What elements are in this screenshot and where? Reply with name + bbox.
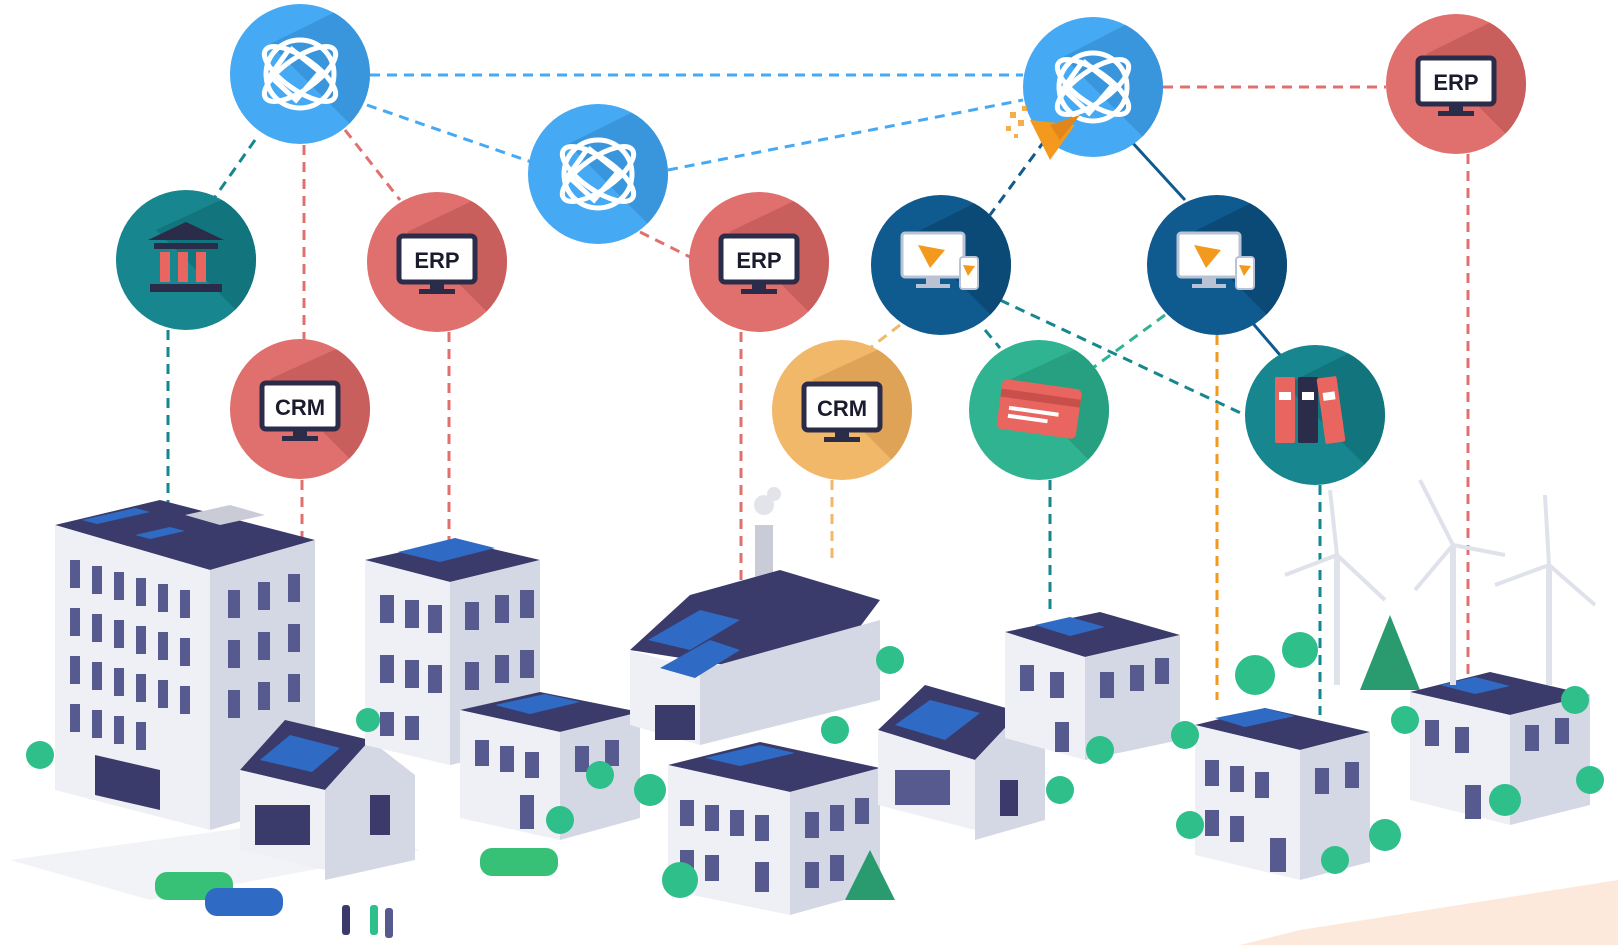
monitor-icon [259, 380, 341, 441]
cars [155, 848, 558, 916]
office-tower [55, 500, 315, 830]
monitor-icon [718, 233, 800, 294]
link-hubL-erpL [343, 129, 402, 201]
link-hubC-hubR [667, 98, 1024, 172]
origami-bird-logo [1006, 106, 1080, 160]
house-left [240, 720, 415, 880]
erp-label: ERP [1433, 70, 1478, 95]
crm-left-node[interactable]: CRM [230, 320, 400, 509]
erp-right-node[interactable]: ERP [1386, 0, 1556, 184]
wind-turbines [1284, 479, 1597, 685]
erp-label: ERP [736, 248, 781, 273]
crm-label: CRM [275, 395, 325, 420]
bank-node[interactable] [116, 170, 286, 360]
link-hubR-devL [988, 139, 1047, 216]
erp-center-node[interactable]: ERP [689, 170, 859, 362]
link-devR-card [1089, 313, 1166, 372]
erp-label: ERP [414, 248, 459, 273]
hub-center-node[interactable] [528, 80, 698, 274]
archive-node[interactable] [1245, 320, 1415, 515]
link-devR-archive [1248, 319, 1282, 356]
link-devL-crmC [869, 323, 901, 350]
link-hubL-bank [213, 139, 257, 198]
people [342, 905, 393, 938]
bank-building-icon [148, 222, 224, 292]
desktop-and-phone-icon [900, 231, 979, 290]
building-right-lower [1195, 708, 1370, 880]
credit-card-icon [996, 379, 1082, 439]
link-devL-card [983, 329, 1002, 349]
devices-left-node[interactable] [871, 170, 1041, 365]
connection-lines [166, 73, 1470, 715]
globe-network-icon [1054, 50, 1132, 124]
car [205, 888, 283, 916]
desktop-and-phone-icon [1176, 231, 1255, 290]
globe-network-icon [559, 137, 637, 211]
building-far-right [1410, 672, 1590, 825]
globe-network-icon [261, 37, 339, 111]
devices-right-node[interactable] [1147, 170, 1317, 365]
building-right-center [1005, 612, 1180, 760]
link-devL-archive [999, 298, 1246, 417]
link-hubL-hubC [366, 103, 541, 167]
house-center-right [878, 685, 1045, 840]
wind-turbine [1284, 489, 1387, 685]
hub-left-node[interactable] [230, 0, 400, 174]
wind-turbine [1413, 479, 1506, 685]
monitor-icon [1415, 55, 1497, 116]
link-hubR-devR [1128, 138, 1187, 202]
building-front-center [668, 742, 880, 915]
binders-icon [1275, 376, 1346, 444]
monitor-icon [396, 233, 478, 294]
wind-turbine [1494, 494, 1597, 685]
car [480, 848, 558, 876]
crm-label: CRM [817, 396, 867, 421]
factory [630, 487, 880, 745]
erp-left-node[interactable]: ERP [367, 170, 537, 362]
hub-right-node[interactable] [1023, 0, 1193, 187]
trees [26, 615, 1604, 900]
crm-center-node[interactable]: CRM [772, 320, 942, 510]
payment-card-node[interactable] [969, 320, 1139, 510]
monitor-icon [801, 381, 883, 442]
